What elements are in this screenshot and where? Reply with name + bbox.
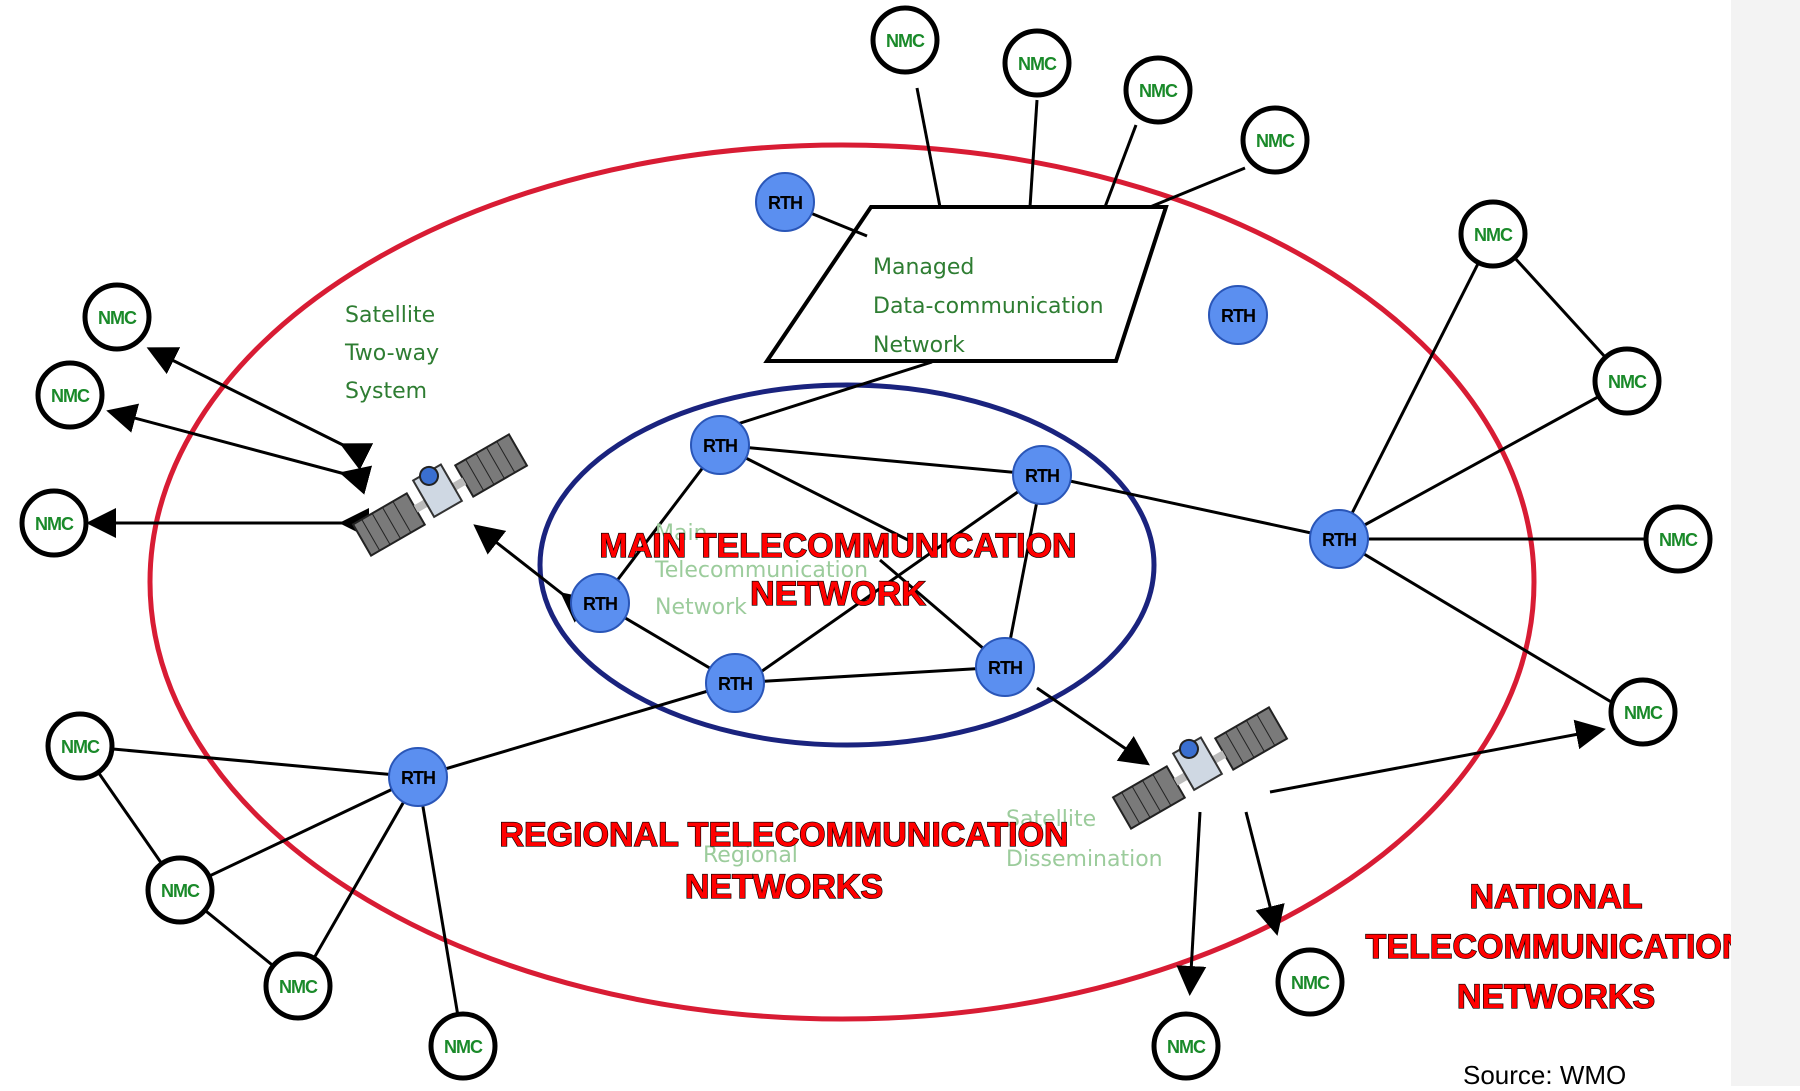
rth-node: RTH	[570, 573, 630, 633]
rth-node: RTH	[705, 653, 765, 713]
main-network-title: MAIN TELECOMMUNICATION NETWORK	[599, 526, 1078, 613]
svg-text:RTH: RTH	[583, 594, 617, 614]
satellite-two-way-label: Satellite Two-way System	[344, 303, 439, 404]
svg-text:NMC: NMC	[98, 308, 137, 328]
nmc-node: NMC	[35, 360, 105, 430]
rth-node: RTH	[1012, 445, 1072, 505]
nmc-node: NMC	[1458, 199, 1528, 269]
nmc-node: NMC	[145, 855, 215, 925]
svg-text:NMC: NMC	[1608, 372, 1647, 392]
svg-text:Telecommunication: Telecommunication	[654, 558, 868, 583]
svg-text:Two-way: Two-way	[344, 341, 439, 366]
nmc-node: NMC	[263, 951, 333, 1021]
nmc-node: NMC	[1608, 677, 1678, 747]
nmc-node: NMC	[1002, 28, 1072, 98]
svg-text:NMC: NMC	[886, 31, 925, 51]
svg-text:NATIONAL: NATIONAL	[1469, 878, 1642, 916]
managed-network-box	[763, 205, 1169, 363]
svg-text:NMC: NMC	[1256, 131, 1295, 151]
svg-text:NMC: NMC	[1018, 54, 1057, 74]
svg-text:NMC: NMC	[161, 881, 200, 901]
rth-node: RTH	[1309, 509, 1369, 569]
outer-ring	[147, 142, 1537, 1022]
source-caption: Source: WMO	[1463, 1060, 1627, 1090]
svg-text:NMC: NMC	[1659, 530, 1698, 550]
svg-text:RTH: RTH	[768, 193, 802, 213]
nmc-node: NMC	[1151, 1011, 1221, 1081]
nmc-node: NMC	[45, 711, 115, 781]
nmc-node: NMC	[1123, 55, 1193, 125]
svg-text:Main: Main	[655, 521, 708, 546]
svg-text:TELECOMMUNICATION: TELECOMMUNICATION	[1366, 928, 1731, 966]
svg-text:Network: Network	[655, 595, 747, 620]
svg-text:MAIN TELECOMMUNICATION: MAIN TELECOMMUNICATION	[599, 527, 1076, 565]
svg-text:NMC: NMC	[1624, 703, 1663, 723]
svg-text:Managed: Managed	[873, 255, 974, 280]
svg-text:Dissemination: Dissemination	[1006, 847, 1163, 872]
svg-text:NMC: NMC	[51, 386, 90, 406]
svg-text:RTH: RTH	[988, 658, 1022, 678]
svg-text:RTH: RTH	[1322, 530, 1356, 550]
nmc-node: NMC	[428, 1011, 498, 1081]
rth-node: RTH	[755, 172, 815, 232]
nmc-node: NMC	[1240, 105, 1310, 175]
svg-text:NMC: NMC	[279, 977, 318, 997]
svg-text:REGIONAL TELECOMMUNICATION: REGIONAL TELECOMMUNICATION	[499, 816, 1068, 854]
managed-network-label: Managed Data-communication Network	[873, 255, 1104, 358]
nmc-node: NMC	[1643, 504, 1713, 574]
regional-ghost-label: Regional	[703, 843, 798, 868]
svg-text:NETWORK: NETWORK	[750, 575, 926, 613]
satellite-icon	[1111, 706, 1289, 830]
svg-text:RTH: RTH	[1025, 466, 1059, 486]
dissemination-ghost-label: Satellite Dissemination	[1006, 807, 1163, 872]
nmc-node: NMC	[1275, 947, 1345, 1017]
svg-text:NMC: NMC	[1291, 973, 1330, 993]
svg-text:RTH: RTH	[718, 674, 752, 694]
svg-text:NETWORKS: NETWORKS	[1457, 978, 1655, 1016]
arrows	[86, 347, 1606, 996]
telecom-network-diagram: NMC NMC NMC NMC NMC NMC NMC NMC NMC NMC …	[19, 5, 1731, 1081]
svg-text:NMC: NMC	[61, 737, 100, 757]
main-network-ghost-label: Main Telecommunication Network	[654, 521, 868, 620]
rth-node: RTH	[975, 637, 1035, 697]
svg-text:Network: Network	[873, 333, 965, 358]
svg-text:RTH: RTH	[703, 436, 737, 456]
national-network-title: NATIONAL TELECOMMUNICATION NETWORKS	[1365, 877, 1731, 1016]
svg-text:NETWORKS: NETWORKS	[685, 868, 883, 906]
regional-network-title: REGIONAL TELECOMMUNICATION NETWORKS	[499, 815, 1069, 906]
svg-text:RTH: RTH	[401, 768, 435, 788]
svg-text:NMC: NMC	[1139, 81, 1178, 101]
nmc-node: NMC	[82, 282, 152, 352]
nmc-node: NMC	[19, 488, 89, 558]
side-panel	[1731, 0, 1800, 1086]
satellite-icon	[351, 433, 529, 557]
svg-text:Data-communication: Data-communication	[873, 294, 1104, 319]
svg-text:System: System	[345, 379, 427, 404]
rth-node: RTH	[388, 747, 448, 807]
svg-text:NMC: NMC	[35, 514, 74, 534]
svg-text:Satellite: Satellite	[345, 303, 435, 328]
svg-text:Satellite: Satellite	[1006, 807, 1096, 832]
svg-text:NMC: NMC	[1474, 225, 1513, 245]
nmc-node: NMC	[870, 5, 940, 75]
svg-text:RTH: RTH	[1221, 306, 1255, 326]
rth-node: RTH	[1208, 285, 1268, 345]
rth-node: RTH	[690, 415, 750, 475]
svg-text:NMC: NMC	[1167, 1037, 1206, 1057]
svg-text:NMC: NMC	[444, 1037, 483, 1057]
nmc-node: NMC	[1592, 346, 1662, 416]
